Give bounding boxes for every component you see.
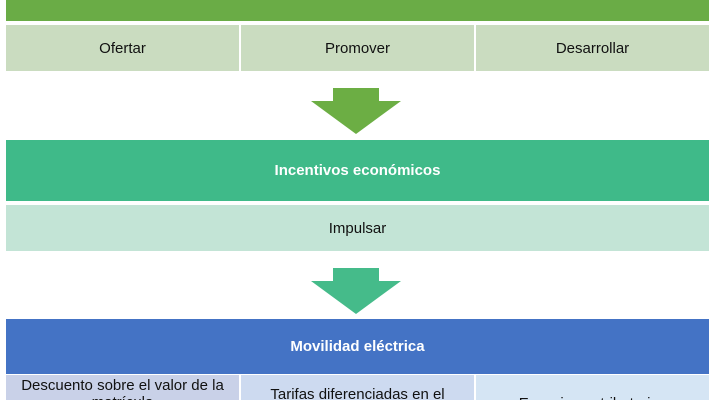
level3-row: Descuento sobre el valor de la matrícula…: [5, 374, 710, 400]
level3-cell-tarifas: Tarifas diferenciadas en el servicio: [240, 374, 475, 400]
level1-cell-ofertar: Ofertar: [5, 24, 240, 72]
level1-header-bar: [5, 0, 710, 22]
level1-row: Ofertar Promover Desarrollar: [5, 24, 710, 72]
level3-cell-descuento: Descuento sobre el valor de la matrícula: [5, 374, 240, 400]
level1-cell-desarrollar: Desarrollar: [475, 24, 710, 72]
level2-row: Impulsar: [5, 204, 710, 252]
level3-title: Movilidad eléctrica: [290, 338, 425, 355]
level2-cell-impulsar: Impulsar: [5, 204, 710, 252]
down-arrow-icon: [311, 88, 401, 134]
down-arrow-icon: [311, 268, 401, 314]
level2-header-bar: Incentivos económicos: [5, 139, 710, 202]
level3-header-bar: Movilidad eléctrica: [5, 318, 710, 375]
level3-cell-exenciones: Exenciones tributarias: [475, 374, 710, 400]
level2-title: Incentivos económicos: [274, 162, 441, 179]
level1-cell-promover: Promover: [240, 24, 475, 72]
